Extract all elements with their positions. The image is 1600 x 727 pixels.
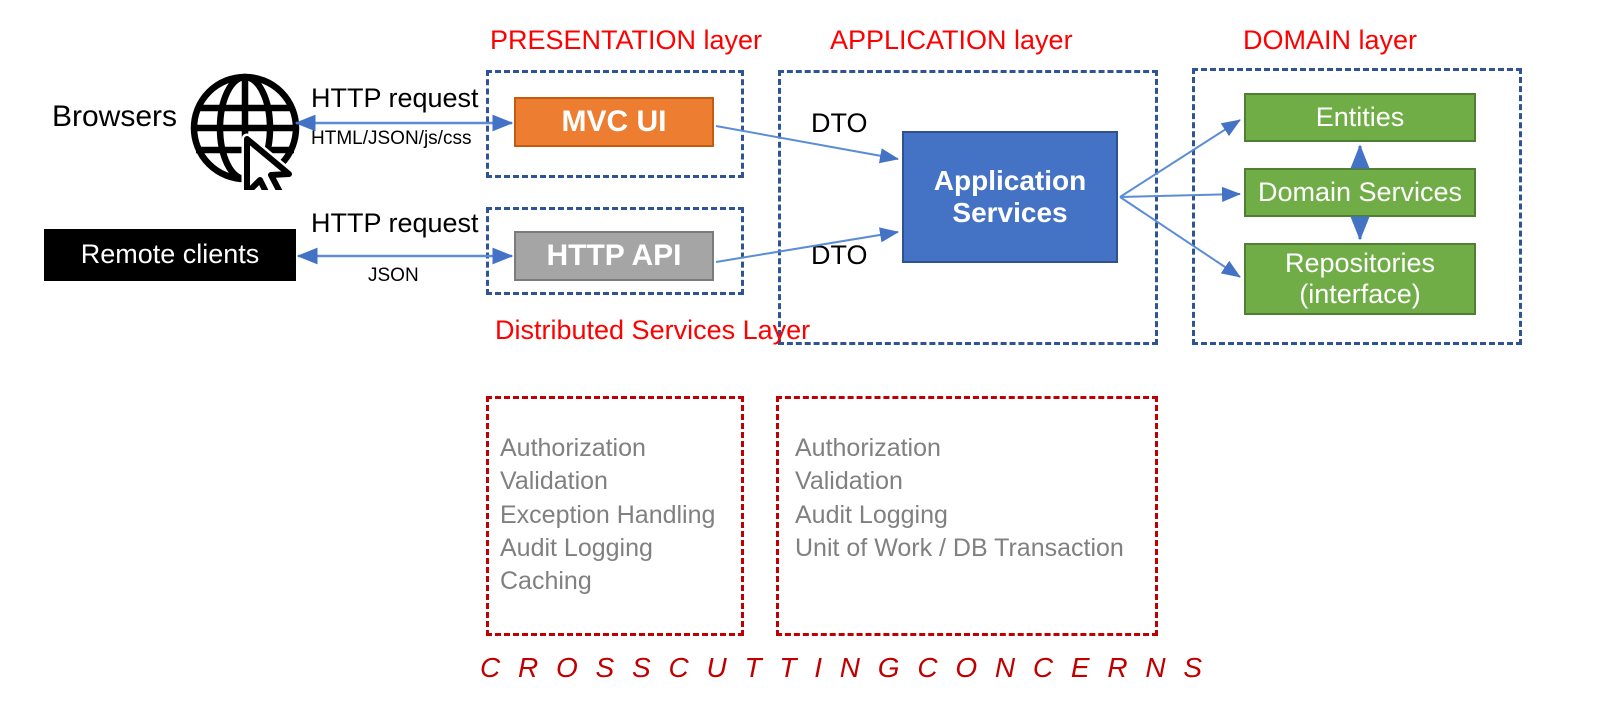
edge-label-remote-request: HTTP request (311, 208, 479, 238)
remote-clients-label: Remote clients (80, 239, 260, 270)
node-repositories-label-line1: Repositories (1284, 247, 1436, 278)
node-domain-services-label: Domain Services (1257, 176, 1463, 207)
layer-title-application: APPLICATION layer (830, 25, 1073, 55)
browsers-label: Browsers (52, 100, 178, 133)
node-application-services-label-line2: Services (952, 197, 1068, 228)
node-application-services[interactable]: Application Services (902, 131, 1118, 263)
globe-cursor-icon (186, 68, 304, 206)
layer-title-domain: DOMAIN layer (1242, 25, 1418, 55)
remote-clients-box: Remote clients (44, 229, 296, 281)
node-repositories[interactable]: Repositories (interface) (1244, 243, 1476, 315)
cc-item: Caching (500, 567, 592, 595)
cc-item: Exception Handling (500, 500, 716, 529)
cc-item: Authorization (500, 434, 646, 462)
node-http-api[interactable]: HTTP API (514, 231, 714, 281)
edge-label-browsers-response: HTML/JSON/js/css (311, 128, 472, 149)
edge-label-remote-response: JSON (368, 265, 419, 286)
layer-title-presentation: PRESENTATION layer (490, 25, 763, 55)
cc-item: Validation (795, 467, 903, 496)
cross-cutting-distributed-container (486, 396, 744, 636)
cross-cutting-concerns-footer: C R O S S C U T T I N G C O N C E R N S (480, 652, 1208, 683)
node-domain-services[interactable]: Domain Services (1244, 168, 1476, 217)
cc-item: Authorization (795, 434, 941, 462)
cross-cutting-application-container (776, 396, 1158, 636)
edge-label-browsers-request: HTTP request (311, 83, 479, 113)
node-entities-label: Entities (1315, 101, 1405, 132)
node-repositories-label-line2: (interface) (1299, 279, 1421, 309)
node-mvc-ui-label: MVC UI (561, 104, 667, 138)
node-application-services-label-line1: Application (933, 164, 1087, 196)
cc-item: Audit Logging (795, 500, 948, 529)
edge-label-mvc-to-app-dto: DTO (811, 108, 868, 138)
node-http-api-label: HTTP API (546, 238, 682, 272)
edge-label-api-to-app-dto: DTO (811, 240, 868, 270)
cross-cutting-application-list: Authorization Validation Audit Logging U… (795, 432, 1124, 565)
node-mvc-ui[interactable]: MVC UI (514, 97, 714, 147)
node-entities[interactable]: Entities (1244, 93, 1476, 142)
cc-item: Unit of Work / DB Transaction (795, 533, 1124, 562)
cc-item: Audit Logging (500, 533, 653, 562)
cross-cutting-distributed-list: Authorization Validation Exception Handl… (500, 432, 715, 598)
distributed-services-layer-title: Distributed Services Layer (495, 315, 811, 345)
cc-item: Validation (500, 467, 608, 496)
